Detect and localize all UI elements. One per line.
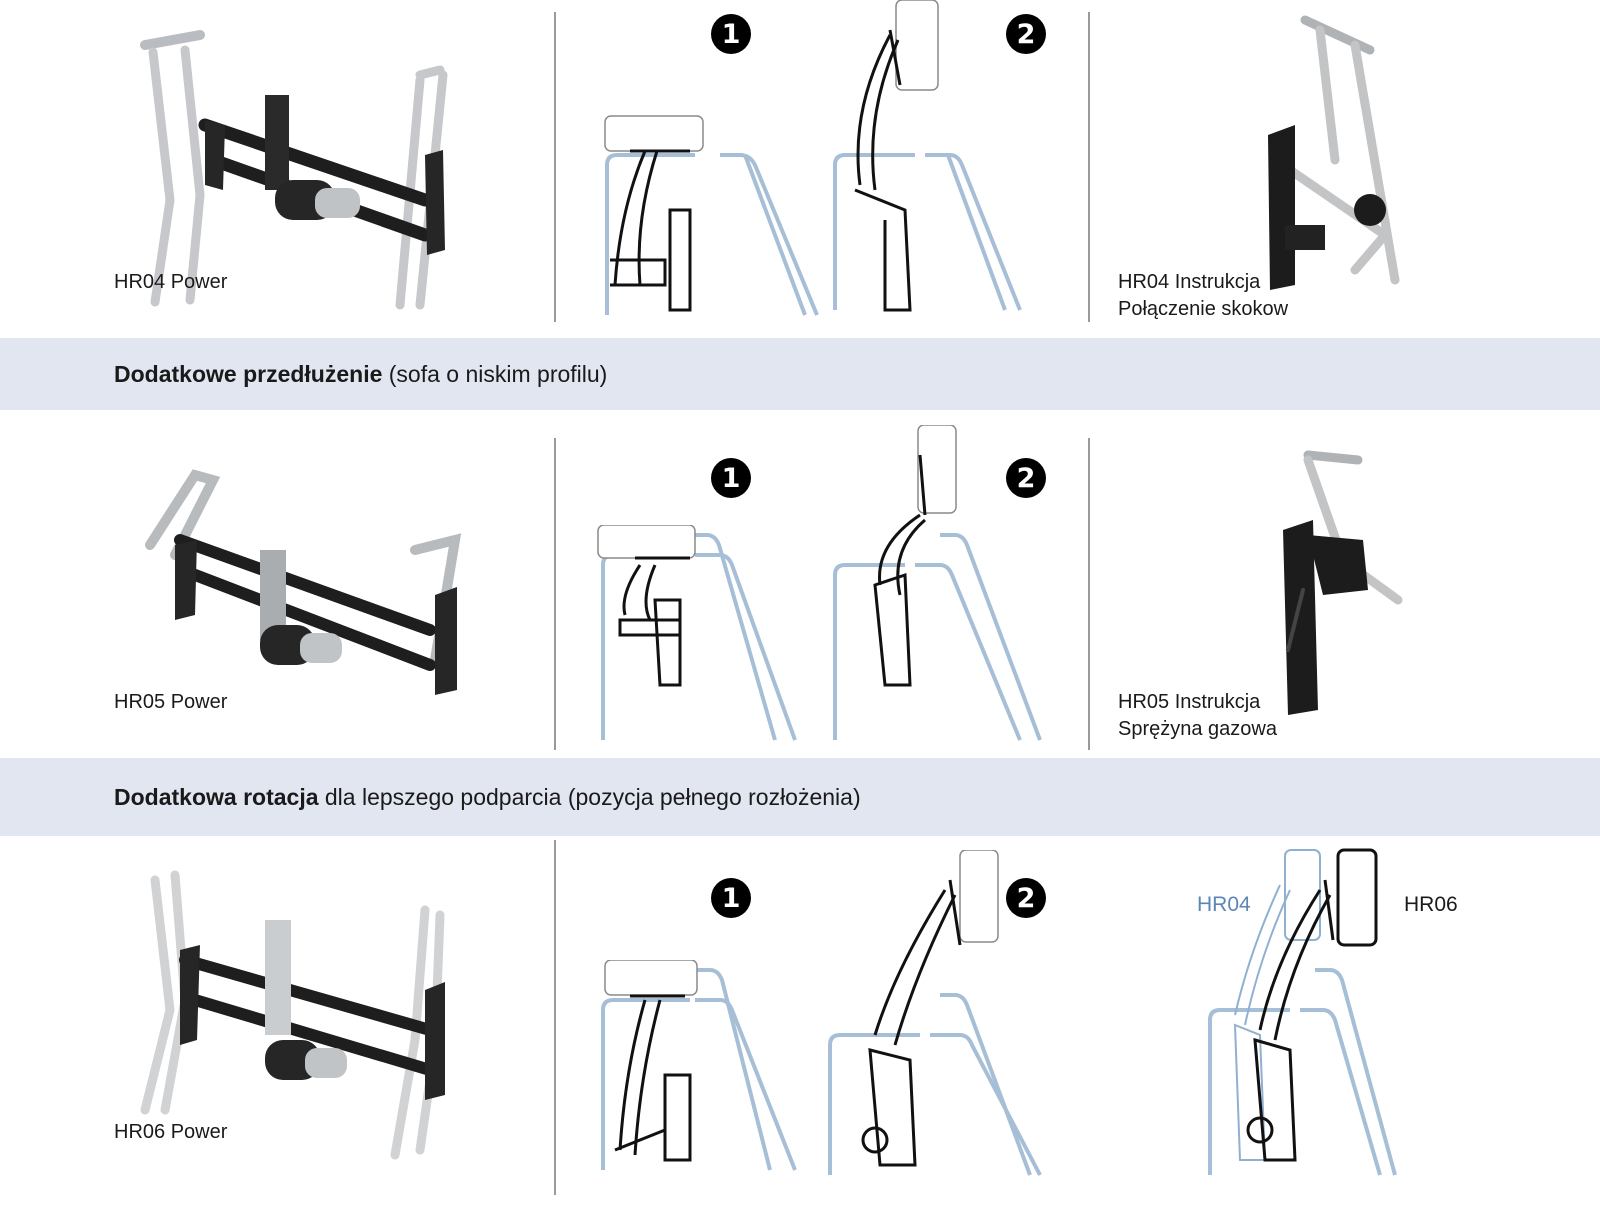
hr04-instruction-photo bbox=[1268, 15, 1400, 290]
band-heading: Dodatkowe przedłużenie (sofa o niskim pr… bbox=[114, 361, 607, 388]
divider bbox=[554, 840, 556, 1195]
step-2-badge: 2 bbox=[1006, 878, 1046, 918]
hr05-instruction-photo bbox=[1283, 450, 1403, 715]
divider bbox=[1088, 12, 1090, 322]
step-1-badge: 1 bbox=[711, 458, 751, 498]
hr05-step-1-diagram bbox=[597, 525, 797, 741]
hr05-step-2-diagram bbox=[833, 425, 1042, 741]
comparison-label-hr06: HR06 bbox=[1404, 893, 1458, 916]
hr06-mechanism-photo bbox=[140, 870, 445, 1160]
band-heading-bold: Dodatkowa rotacja bbox=[114, 783, 319, 810]
hr05-product-caption: HR05 Power bbox=[114, 691, 228, 713]
row-hr06: HR06 Power 1 2 bbox=[0, 830, 1600, 1218]
hr04-vs-hr06-comparison-diagram bbox=[1208, 848, 1397, 1176]
hr05-mechanism-photo bbox=[145, 469, 462, 695]
section-band-extension: Dodatkowe przedłużenie (sofa o niskim pr… bbox=[0, 338, 1600, 410]
step-2-badge: 2 bbox=[1006, 458, 1046, 498]
hr04-product-caption: HR04 Power bbox=[114, 271, 228, 293]
instruction-line: HR04 Instrukcja bbox=[1118, 271, 1261, 293]
row-hr05: HR05 Power 1 2 bbox=[0, 410, 1600, 755]
row-hr04: HR04 Power 1 2 bbox=[0, 0, 1600, 336]
band-heading-rest: dla lepszego podparcia (pozycja pełnego … bbox=[318, 783, 861, 810]
instruction-line: HR05 Instrukcja bbox=[1118, 691, 1261, 713]
section-band-rotation: Dodatkowa rotacja dla lepszego podparcia… bbox=[0, 758, 1600, 836]
hr04-step-1-diagram bbox=[604, 115, 819, 316]
hr04-mechanism-photo bbox=[140, 30, 448, 310]
divider bbox=[1088, 438, 1090, 750]
hr06-product-caption: HR06 Power bbox=[114, 1121, 228, 1143]
band-heading-bold: Dodatkowe przedłużenie bbox=[114, 360, 383, 387]
hr05-instruction-caption: HR05 Instrukcja Sprężyna gazowa bbox=[1118, 689, 1277, 743]
band-heading-rest: (sofa o niskim profilu) bbox=[382, 360, 608, 387]
step-1-badge: 1 bbox=[711, 14, 751, 54]
divider bbox=[554, 12, 556, 322]
instruction-line: Połączenie skokow bbox=[1118, 298, 1289, 320]
hr04-instruction-caption: HR04 Instrukcja Połączenie skokow bbox=[1118, 269, 1288, 323]
hr04-step-2-diagram bbox=[833, 0, 1022, 312]
step-1-badge: 1 bbox=[711, 878, 751, 918]
hr06-step-1-diagram bbox=[601, 960, 797, 1171]
step-2-badge: 2 bbox=[1006, 14, 1046, 54]
hr06-step-2-diagram bbox=[828, 850, 1042, 1176]
instruction-line: Sprężyna gazowa bbox=[1118, 718, 1277, 740]
band-heading: Dodatkowa rotacja dla lepszego podparcia… bbox=[114, 784, 861, 811]
comparison-label-hr04: HR04 bbox=[1197, 893, 1251, 916]
divider bbox=[554, 438, 556, 750]
